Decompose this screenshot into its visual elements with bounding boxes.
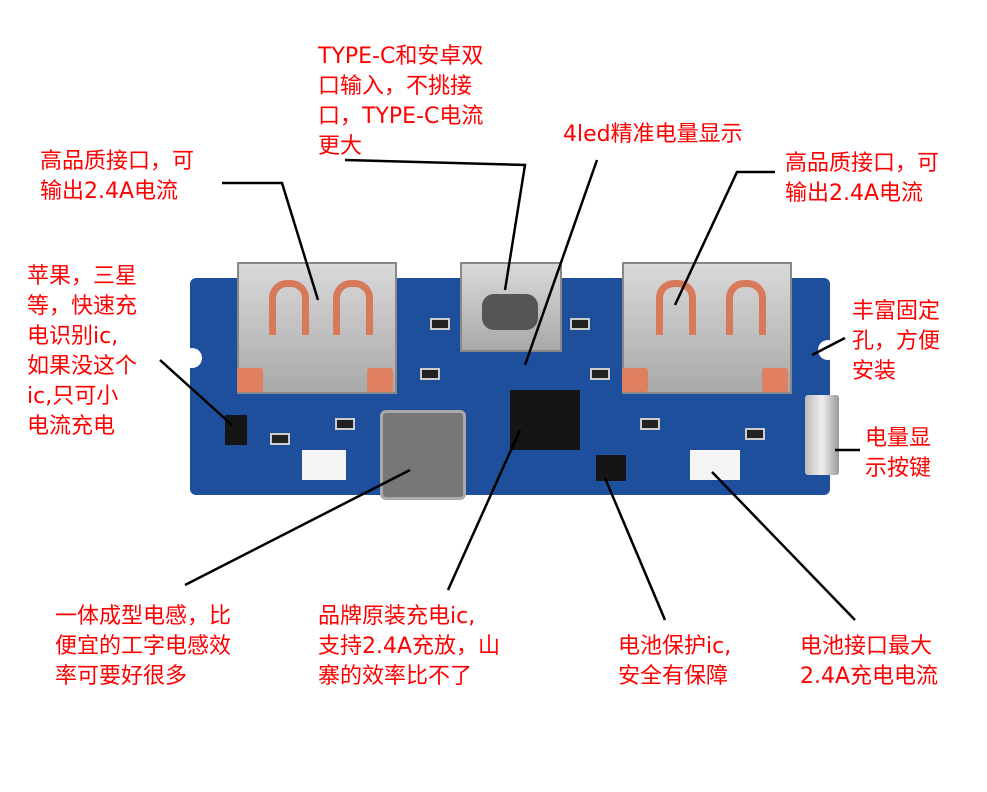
label-button: 电量显示按键: [865, 426, 932, 481]
line-usb-right: [673, 170, 775, 306]
line-inductor: [184, 468, 411, 587]
battery-level-button: [805, 395, 839, 475]
usb-a-port-right: [622, 262, 792, 394]
label-holes: 丰富固定孔，方便安装: [852, 299, 941, 384]
line-battery: [711, 471, 856, 621]
label-led: 4led精准电量显示: [563, 122, 743, 147]
inductor: [380, 410, 466, 500]
label-typec: TYPE-C和安卓双口输入，不挑接口，TYPE-C电流更大: [318, 44, 484, 159]
protection-ic-chip: [596, 455, 626, 481]
battery-pad-left: [302, 450, 346, 480]
line-led: [523, 159, 599, 366]
line-protect-ic: [603, 477, 667, 621]
label-usb-left: 高品质接口，可输出2.4A电流: [40, 149, 195, 204]
line-typec: [344, 158, 527, 291]
mount-hole: [182, 348, 202, 368]
line-holes: [811, 336, 846, 357]
line-charger-ic: [446, 429, 522, 591]
charger-ic-chip: [510, 390, 580, 450]
usb-a-port-left: [237, 262, 397, 394]
line-fast-charge: [159, 359, 233, 426]
label-inductor: 一体成型电感，比便宜的工字电感效率可要好很多: [55, 604, 232, 689]
line-usb-left: [222, 181, 320, 301]
label-charger-ic: 品牌原装充电ic,支持2.4A充放，山寨的效率比不了: [318, 604, 501, 689]
label-usb-right: 高品质接口，可输出2.4A电流: [785, 151, 940, 206]
label-protect-ic: 电池保护ic,安全有保障: [618, 634, 732, 689]
